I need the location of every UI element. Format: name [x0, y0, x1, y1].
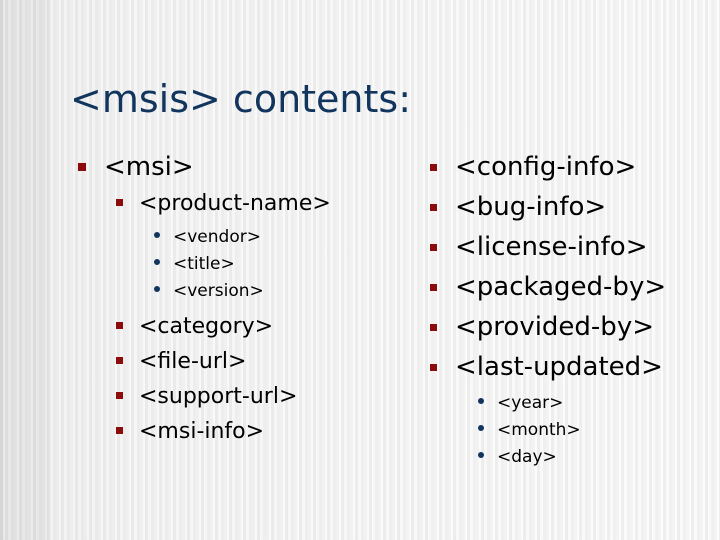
list-item: <day> [478, 446, 710, 468]
list-item: <license-info> [430, 232, 710, 262]
square-bullet-icon [430, 204, 437, 211]
list-item-label: <msi-info> [139, 419, 265, 444]
list-item-label: <last-updated> [455, 352, 663, 382]
square-bullet-icon [116, 322, 123, 329]
list-item: <vendor> [154, 226, 408, 248]
list-item-label: <vendor> [173, 227, 261, 247]
left-content-column: <msi> <product-name> <vendor> <title> <v… [78, 152, 408, 454]
square-bullet-icon [430, 164, 437, 171]
list-item: <year> [478, 392, 710, 414]
list-item-label: <category> [139, 314, 274, 339]
list-item-label: <file-url> [139, 349, 247, 374]
list-item: <title> [154, 253, 408, 275]
list-item-label: <msi> [104, 152, 194, 182]
square-bullet-icon [430, 364, 437, 371]
list-item: <product-name> [116, 191, 408, 217]
list-item: <packaged-by> [430, 272, 710, 302]
list-item: <version> [154, 280, 408, 302]
list-item: <provided-by> [430, 312, 710, 342]
list-item: <category> [116, 314, 408, 340]
list-item-label: <config-info> [455, 152, 637, 182]
list-item-label: <version> [173, 281, 264, 301]
list-item-label: <title> [173, 254, 235, 274]
dot-bullet-icon [478, 452, 484, 458]
list-item: <bug-info> [430, 192, 710, 222]
square-bullet-icon [116, 357, 123, 364]
list-item: <last-updated> [430, 352, 710, 382]
list-item-label: <year> [497, 393, 564, 413]
list-item: <file-url> [116, 349, 408, 375]
list-item: <month> [478, 419, 710, 441]
left-edge-band [0, 0, 3, 540]
square-bullet-icon [78, 163, 86, 171]
dot-bullet-icon [478, 425, 484, 431]
list-item-label: <day> [497, 447, 557, 467]
square-bullet-icon [430, 284, 437, 291]
list-item-label: <product-name> [139, 191, 331, 216]
slide-title: <msis> contents: [70, 77, 412, 121]
list-item-label: <packaged-by> [455, 272, 667, 302]
dot-bullet-icon [478, 398, 484, 404]
list-item: <config-info> [430, 152, 710, 182]
list-item-label: <provided-by> [455, 312, 654, 342]
square-bullet-icon [430, 244, 437, 251]
list-item: <msi> [78, 152, 408, 182]
dot-bullet-icon [154, 232, 160, 238]
square-bullet-icon [116, 427, 123, 434]
square-bullet-icon [430, 324, 437, 331]
list-item: <support-url> [116, 384, 408, 410]
list-item-label: <support-url> [139, 384, 298, 409]
list-item-label: <bug-info> [455, 192, 607, 222]
list-item: <msi-info> [116, 419, 408, 445]
right-content-column: <config-info> <bug-info> <license-info> … [430, 152, 710, 473]
list-item-label: <month> [497, 420, 581, 440]
dot-bullet-icon [154, 259, 160, 265]
square-bullet-icon [116, 199, 123, 206]
list-item-label: <license-info> [455, 232, 648, 262]
dot-bullet-icon [154, 286, 160, 292]
square-bullet-icon [116, 392, 123, 399]
